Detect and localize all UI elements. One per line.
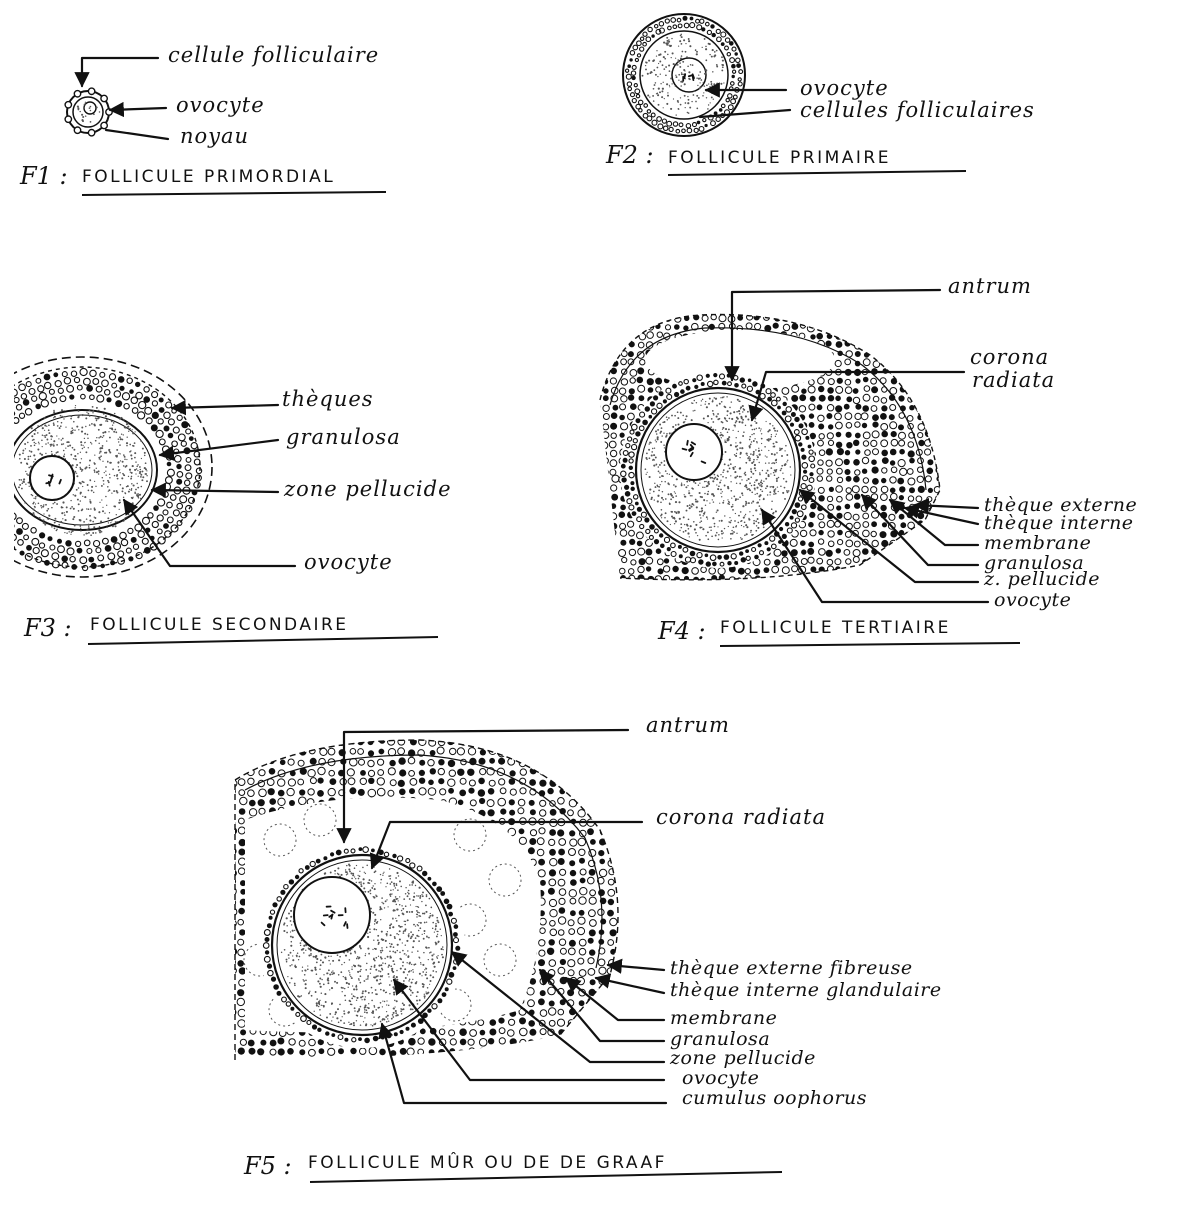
label-ovocyte-f5: ovocyte: [682, 1067, 759, 1089]
arrow-ovocyte-f1: [108, 101, 168, 118]
arrow-theque-interne-f4: [903, 503, 980, 526]
label-theque-externe-f4: thèque externe: [984, 494, 1137, 516]
label-granulosa-f5: granulosa: [670, 1028, 770, 1050]
figure-3-number: F3 :: [23, 614, 72, 642]
label-antrum-f4: antrum: [948, 274, 1032, 298]
mature-graafian-follicle-drawing: [234, 739, 619, 1060]
primary-follicle-drawing: [622, 13, 746, 137]
figure-3-title: FOLLICULE SECONDAIRE: [90, 615, 349, 635]
label-granulosa-f3: granulosa: [286, 425, 401, 449]
label-theque-externe-f5: thèque externe fibreuse: [670, 957, 913, 979]
figure-4-tertiaire: antrum corona radiata thèque externe thè…: [599, 274, 1137, 647]
figure-5-graaf: antrum corona radiata thèque externe fib…: [234, 713, 942, 1183]
figure-5-title-underline: [309, 1171, 783, 1183]
figure-2-primaire: ovocyte cellules folliculaires F2 : FOLL…: [605, 13, 1035, 176]
arrow-granulosa-f4: [860, 493, 980, 567]
arrow-cellule-folliculaire: [74, 56, 160, 88]
arrow-zone-pellucide-f5: [450, 950, 666, 1064]
arrow-membrane-f4: [888, 498, 980, 547]
arrow-granulosa-f3: [158, 438, 280, 461]
figure-1-title-underline: [81, 191, 387, 196]
arrow-antrum-f5: [336, 728, 630, 844]
label-ovocyte-f4: ovocyte: [994, 589, 1071, 611]
arrow-theque-externe-f4: [913, 497, 980, 514]
label-membrane-f5: membrane: [670, 1007, 777, 1029]
arrow-granulosa-f5: [538, 968, 666, 1043]
arrow-ovocyte-f3: [122, 498, 297, 568]
label-ovocyte-f3: ovocyte: [304, 550, 393, 574]
label-membrane-f4: membrane: [984, 532, 1091, 554]
figure-2-title: FOLLICULE PRIMAIRE: [668, 148, 891, 168]
label-cumulus-oophorus: cumulus oophorus: [682, 1087, 867, 1109]
figure-4-number: F4 :: [657, 617, 706, 645]
arrow-zone-pellucide-f4: [798, 488, 980, 584]
arrow-cumulus-oophorus: [378, 1022, 668, 1105]
tertiary-follicle-drawing: [599, 313, 941, 581]
label-ovocyte-f2: ovocyte: [800, 76, 889, 100]
arrow-theque-externe-f5: [606, 958, 666, 974]
label-cellules-folliculaires: cellules folliculaires: [800, 98, 1035, 122]
secondary-follicle-drawing: [14, 356, 213, 578]
label-zone-pellucide-f4: z. pellucide: [983, 568, 1100, 590]
figure-5-number: F5 :: [243, 1152, 292, 1180]
arrow-theque-interne-f5: [594, 973, 666, 995]
figure-4-title: FOLLICULE TERTIAIRE: [720, 618, 951, 638]
arrow-antrum-f4: [724, 288, 942, 382]
label-noyau: noyau: [180, 124, 249, 148]
label-theque-interne-f5: thèque interne glandulaire: [670, 979, 942, 1001]
arrow-theques: [170, 399, 280, 416]
label-cellule-folliculaire: cellule folliculaire: [168, 43, 379, 67]
primordial-follicle-drawing: [64, 87, 113, 137]
figure-2-title-underline: [667, 170, 967, 176]
figure-3-secondaire: thèques granulosa zone pellucide ovocyte…: [14, 356, 452, 645]
label-theque-interne-f4: thèque interne: [984, 512, 1134, 534]
figure-2-number: F2 :: [605, 141, 654, 169]
arrow-corona-f4: [748, 370, 966, 422]
label-radiata-f4: radiata: [972, 368, 1055, 392]
arrow-ovocyte-f5: [392, 978, 666, 1082]
label-zone-pellucide-f5: zone pellucide: [669, 1047, 816, 1069]
line-noyau: [104, 128, 170, 141]
arrow-ovocyte-f4: [760, 508, 990, 604]
arrow-corona-f5: [369, 820, 644, 870]
figure-1-title: FOLLICULE PRIMORDIAL: [82, 167, 335, 187]
label-corona-radiata-f5: corona radiata: [656, 805, 826, 829]
label-ovocyte-f1: ovocyte: [176, 93, 265, 117]
figure-4-title-underline: [719, 642, 1021, 647]
label-theques: thèques: [282, 387, 374, 411]
figure-1-primordial: cellule folliculaire ovocyte noyau F1 : …: [19, 43, 387, 196]
figure-5-title: FOLLICULE MÛR OU DE DE GRAAF: [308, 1151, 667, 1173]
label-antrum-f5: antrum: [646, 713, 730, 737]
figure-3-title-underline: [87, 636, 439, 645]
label-zone-pellucide-f3: zone pellucide: [283, 477, 452, 501]
arrow-zone-pellucide-f3: [150, 482, 280, 498]
line-cellules-folliculaires: [698, 108, 792, 119]
arrow-membrane-f5: [564, 976, 666, 1022]
label-corona-f4: corona: [970, 345, 1049, 369]
figure-1-number: F1 :: [19, 162, 68, 190]
label-granulosa-f4: granulosa: [984, 552, 1084, 574]
